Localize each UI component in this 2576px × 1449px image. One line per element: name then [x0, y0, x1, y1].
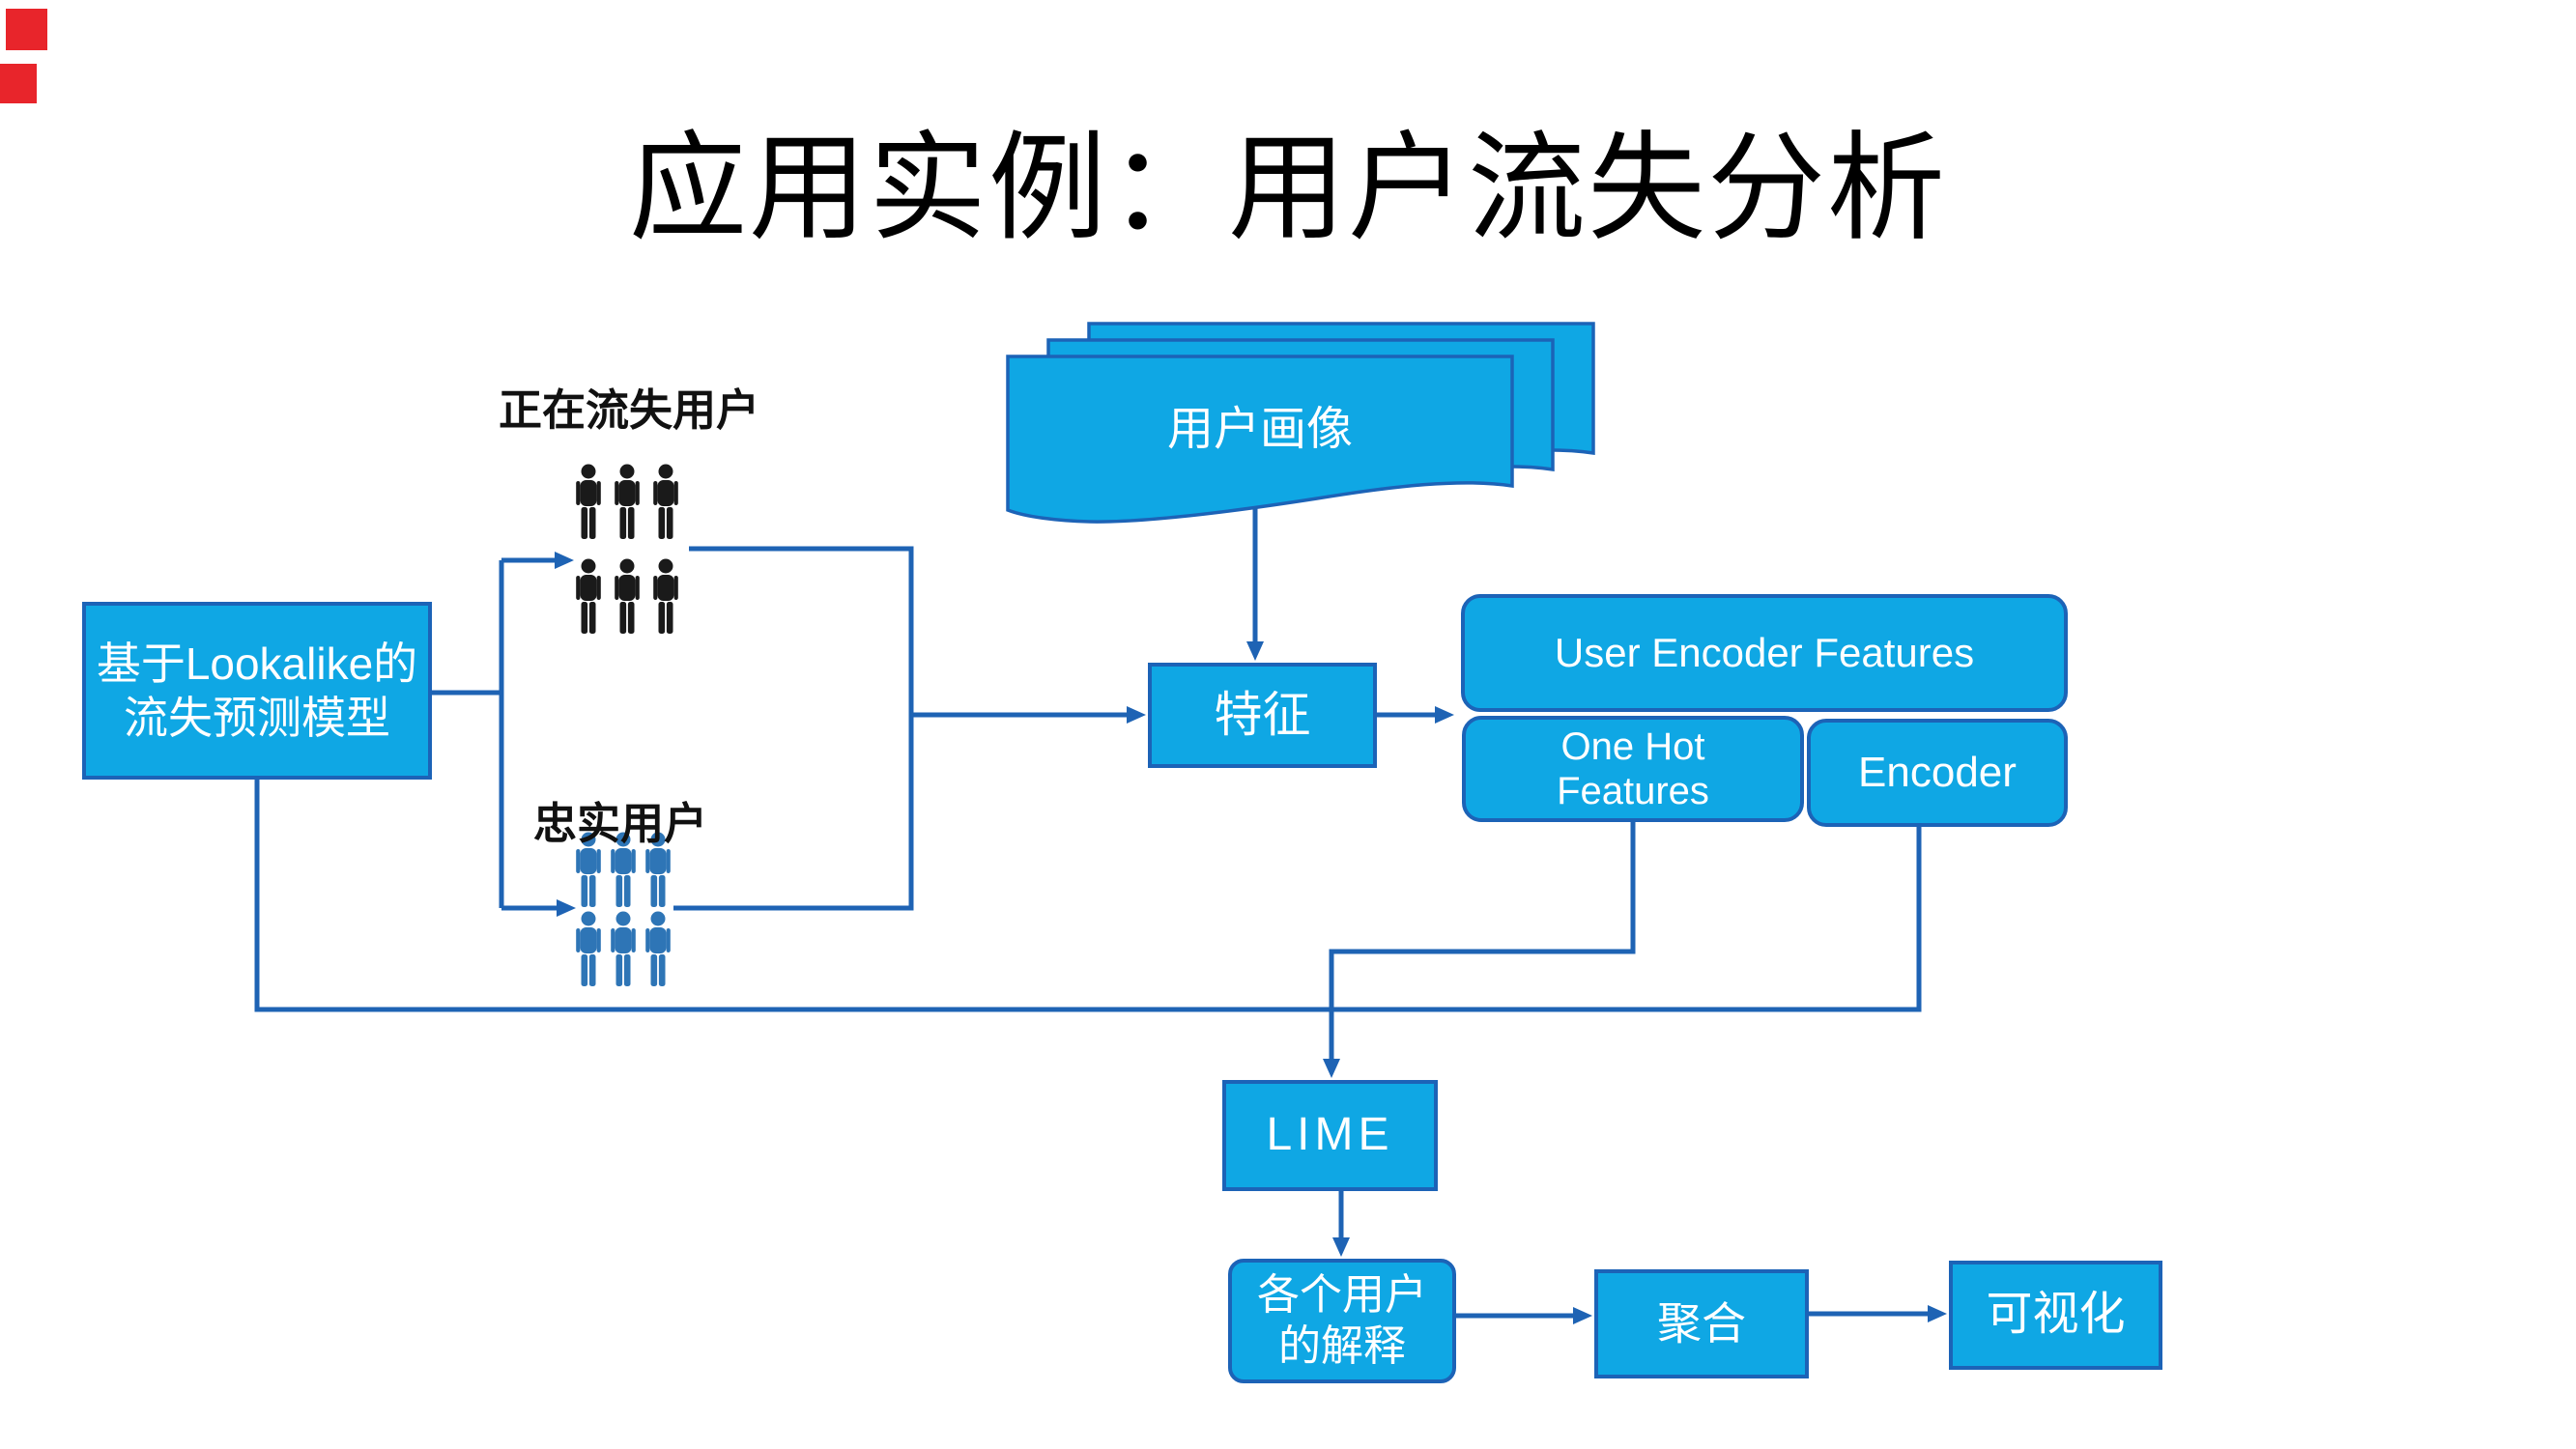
node-one-hot-features: One Hot Features [1462, 716, 1804, 822]
profile-doc-label: 用户画像 [1166, 404, 1353, 455]
churning-users-icon [576, 464, 678, 634]
node-visualization-label: 可视化 [1986, 1289, 2126, 1341]
node-lookalike-model: 基于Lookalike的 流失预测模型 [82, 602, 432, 780]
node-lookalike-model-line1: 基于Lookalike的 [96, 638, 418, 689]
node-one-hot-line1: One Hot [1560, 725, 1705, 768]
node-encoder: Encoder [1807, 719, 2068, 827]
node-per-user-explanation: 各个用户 的解释 [1228, 1259, 1456, 1383]
red-marker-icon [0, 64, 37, 103]
node-lime-label: LIME [1266, 1109, 1394, 1161]
node-lime: LIME [1222, 1080, 1438, 1191]
churning-users-label: 正在流失用户 [499, 385, 760, 435]
node-feature: 特征 [1148, 663, 1377, 768]
page-title: 应用实例：用户流失分析 [629, 123, 1947, 254]
arrowheads [555, 552, 1947, 1324]
node-encoder-label: Encoder [1858, 749, 2017, 797]
node-one-hot-line2: Features [1557, 770, 1709, 812]
node-aggregation: 聚合 [1594, 1269, 1809, 1378]
node-visualization: 可视化 [1949, 1261, 2162, 1370]
node-user-encoder-features: User Encoder Features [1461, 594, 2068, 712]
loyal-users-icon [576, 832, 671, 986]
node-lookalike-model-line2: 流失预测模型 [124, 693, 390, 743]
node-feature-label: 特征 [1214, 688, 1311, 742]
node-explanation-line1: 各个用户 [1257, 1270, 1427, 1319]
loyal-users-label: 忠实用户 [533, 799, 708, 848]
node-aggregation-label: 聚合 [1657, 1298, 1746, 1350]
red-marker-icon [6, 9, 47, 50]
node-user-encoder-features-label: User Encoder Features [1554, 630, 1975, 676]
node-explanation-line2: 的解释 [1278, 1321, 1406, 1370]
